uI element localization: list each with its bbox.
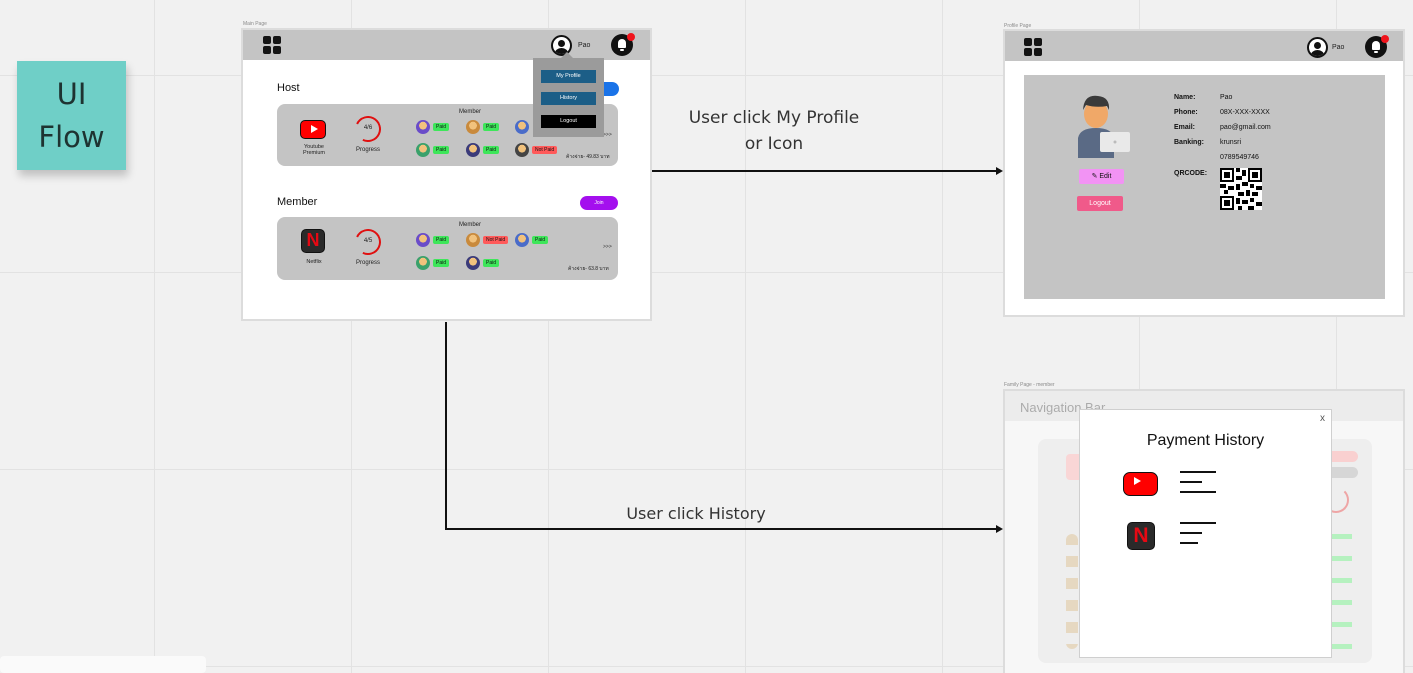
- status-badge: Paid: [433, 146, 450, 154]
- payment-history-popup: x Payment History N: [1079, 409, 1332, 658]
- menu-item-my-profile[interactable]: My Profile: [541, 70, 596, 83]
- edit-profile-button[interactable]: ✎ Edit: [1079, 169, 1124, 184]
- member-avatar: [416, 143, 430, 157]
- youtube-logo-icon: [300, 120, 326, 139]
- name-key: Name:: [1174, 94, 1196, 101]
- member-avatar: [416, 120, 430, 134]
- member-service-card[interactable]: N Netflix 4/5 Progress Member Paid Not P…: [277, 217, 618, 280]
- user-avatar-icon[interactable]: [1307, 37, 1328, 58]
- phone-key: Phone:: [1174, 109, 1198, 116]
- status-badge: Paid: [483, 259, 500, 267]
- flow-label-profile-line-1: User click My Profile: [688, 108, 860, 128]
- qrcode-icon: [1220, 168, 1262, 210]
- status-badge: Paid: [433, 236, 450, 244]
- connector-history-arrowhead: [996, 525, 1003, 533]
- sticky-note[interactable]: UI Flow: [17, 61, 126, 170]
- member-more-arrows[interactable]: >>>: [603, 244, 612, 250]
- flow-label-profile-line-2: or Icon: [744, 133, 804, 154]
- connector-history-vertical: [445, 322, 447, 530]
- sticky-line-1: UI: [56, 77, 87, 112]
- profile-card: ✎ Edit Logout Name: Pao Phone: 08X-XXX-X…: [1024, 75, 1385, 299]
- notification-dot: [1381, 35, 1389, 43]
- connector-profile-arrowhead: [996, 167, 1003, 175]
- host-title: Host: [277, 82, 300, 94]
- connector-profile: [652, 170, 997, 172]
- phone-value: 08X-XXX-XXXX: [1220, 109, 1270, 116]
- member-avatar: [466, 233, 480, 247]
- member-balance: ค้างจ่าย- 63.8 บาท: [568, 266, 609, 272]
- name-value: Pao: [1220, 94, 1233, 101]
- frame-label-main: Main Page: [243, 21, 267, 27]
- member-avatar: [416, 256, 430, 270]
- menu-item-logout[interactable]: Logout: [541, 115, 596, 128]
- status-badge: Paid: [483, 146, 500, 154]
- email-key: Email:: [1174, 124, 1196, 131]
- apps-grid-icon[interactable]: [1024, 38, 1042, 56]
- status-badge: Paid: [483, 123, 500, 131]
- profile-navbar: Pao: [1005, 31, 1403, 61]
- member-avatar: [416, 233, 430, 247]
- flow-label-history: User click History: [626, 504, 766, 523]
- member-member-label: Member: [459, 222, 482, 228]
- member-avatar: [466, 120, 480, 134]
- member-avatar: [466, 143, 480, 157]
- nav-user-name[interactable]: Pao: [578, 42, 591, 49]
- host-progress-label: Progress: [355, 147, 380, 153]
- email-value: pao@gmail.com: [1220, 124, 1271, 131]
- status-badge: Not Paid: [532, 146, 558, 154]
- member-progress-label: Progress: [355, 260, 380, 266]
- apps-grid-icon[interactable]: [263, 36, 281, 54]
- flow-label-profile: User click My Profile or Icon: [662, 106, 886, 157]
- host-service-name: Youtube Premium: [302, 144, 325, 157]
- status-badge: Paid: [433, 259, 450, 267]
- bottom-toolbar-panel: [0, 656, 206, 673]
- youtube-logo-icon[interactable]: [1123, 472, 1158, 496]
- status-badge: Paid: [433, 123, 450, 131]
- member-avatar: [515, 233, 529, 247]
- profile-page-frame: Pao ✎ Edit Logout Name: Pao Phone: 08X-X…: [1003, 29, 1405, 317]
- frame-label-profile: Profile Page: [1004, 23, 1032, 29]
- host-more-arrows[interactable]: >>>: [603, 132, 612, 138]
- nav-user-name[interactable]: Pao: [1332, 44, 1345, 51]
- host-progress-value: 4/6: [363, 125, 373, 131]
- history-page-frame: Navigation Bar x Payment History N: [1003, 389, 1405, 673]
- popup-title: Payment History: [1146, 432, 1265, 449]
- member-avatar: [466, 256, 480, 270]
- edit-profile-label: Edit: [1099, 173, 1112, 180]
- frame-label-history: Family Page - member: [1004, 382, 1055, 388]
- notification-dot: [627, 33, 635, 41]
- profile-avatar-illustration: [1078, 95, 1130, 158]
- close-popup-button[interactable]: x: [1320, 413, 1325, 424]
- member-service-name: Netflix: [306, 259, 322, 265]
- member-avatar: [515, 120, 529, 134]
- logout-button[interactable]: Logout: [1077, 196, 1123, 211]
- host-member-label: Member: [459, 109, 482, 115]
- connector-history-horizontal: [445, 528, 997, 530]
- host-balance: ค้างจ่าย- 49.83 บาท: [566, 154, 610, 160]
- netflix-logo-icon: N: [301, 229, 325, 253]
- menu-item-history[interactable]: History: [541, 92, 596, 105]
- sticky-line-2: Flow: [38, 119, 105, 154]
- join-button[interactable]: Join: [580, 196, 618, 210]
- banking-key: Banking:: [1174, 139, 1204, 146]
- banking-account: 0789549746: [1220, 154, 1259, 161]
- main-navbar: Pao: [243, 30, 650, 60]
- member-progress-value: 4/5: [363, 238, 373, 244]
- profile-dropdown-menu: My Profile History Logout: [533, 52, 604, 137]
- member-title: Member: [277, 196, 318, 208]
- status-badge: Paid: [532, 236, 549, 244]
- status-badge: Not Paid: [483, 236, 509, 244]
- netflix-logo-icon[interactable]: N: [1127, 522, 1155, 550]
- qrcode-key: QRCODE:: [1174, 170, 1208, 177]
- member-avatar: [515, 143, 529, 157]
- banking-bank: krunsri: [1220, 139, 1242, 146]
